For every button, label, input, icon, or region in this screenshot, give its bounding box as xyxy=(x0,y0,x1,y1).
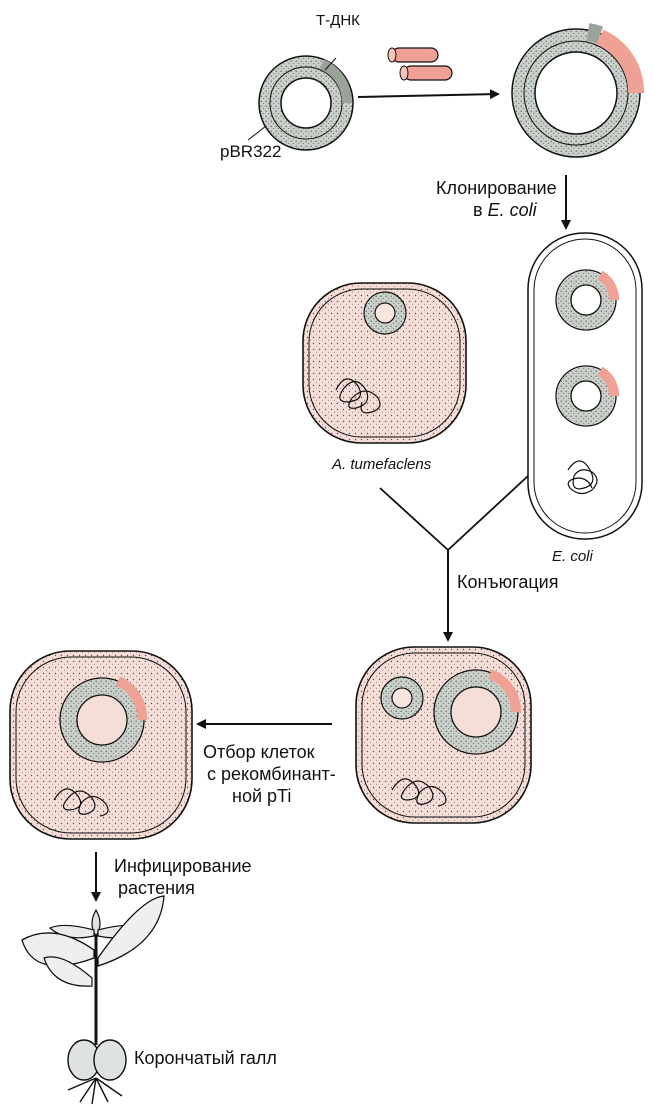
t-dna-fragments xyxy=(388,48,452,80)
infection-label-line2: растения xyxy=(118,878,195,899)
selection-label-line1: Отбор клеток xyxy=(203,742,315,763)
pbr322-plasmid xyxy=(248,56,353,150)
cloning-in-word: в xyxy=(473,200,483,220)
a-tumefaciens-cell xyxy=(303,283,466,443)
plant-illustration xyxy=(22,896,164,1104)
t-dna-label: Т-ДНК xyxy=(316,12,360,29)
a-tumefaciens-label: A. tumefaclens xyxy=(332,456,431,473)
e-coli-label: E. coli xyxy=(552,548,593,565)
recombinant-plasmid xyxy=(512,29,640,157)
selected-agrobacterium-cell xyxy=(10,651,192,839)
cloning-label-line1: Клонирование xyxy=(436,178,557,199)
crown-gall-label: Корончатый галл xyxy=(134,1048,277,1069)
selection-label-line2: с рекомбинант- xyxy=(207,764,336,785)
selection-label-line3: ной pTi xyxy=(232,786,291,807)
cloning-species: E. coli xyxy=(488,200,537,220)
infection-label-line1: Инфицирование xyxy=(114,856,252,877)
arrow-ligation xyxy=(358,94,498,97)
pbr322-label: pBR322 xyxy=(220,142,281,162)
cloning-label-line2: в E. coli xyxy=(473,200,537,221)
conjugant-cell xyxy=(356,647,531,823)
conjugation-label: Конъюгация xyxy=(457,572,558,593)
conjugation-y xyxy=(380,476,528,640)
e-coli-cell xyxy=(528,233,642,539)
